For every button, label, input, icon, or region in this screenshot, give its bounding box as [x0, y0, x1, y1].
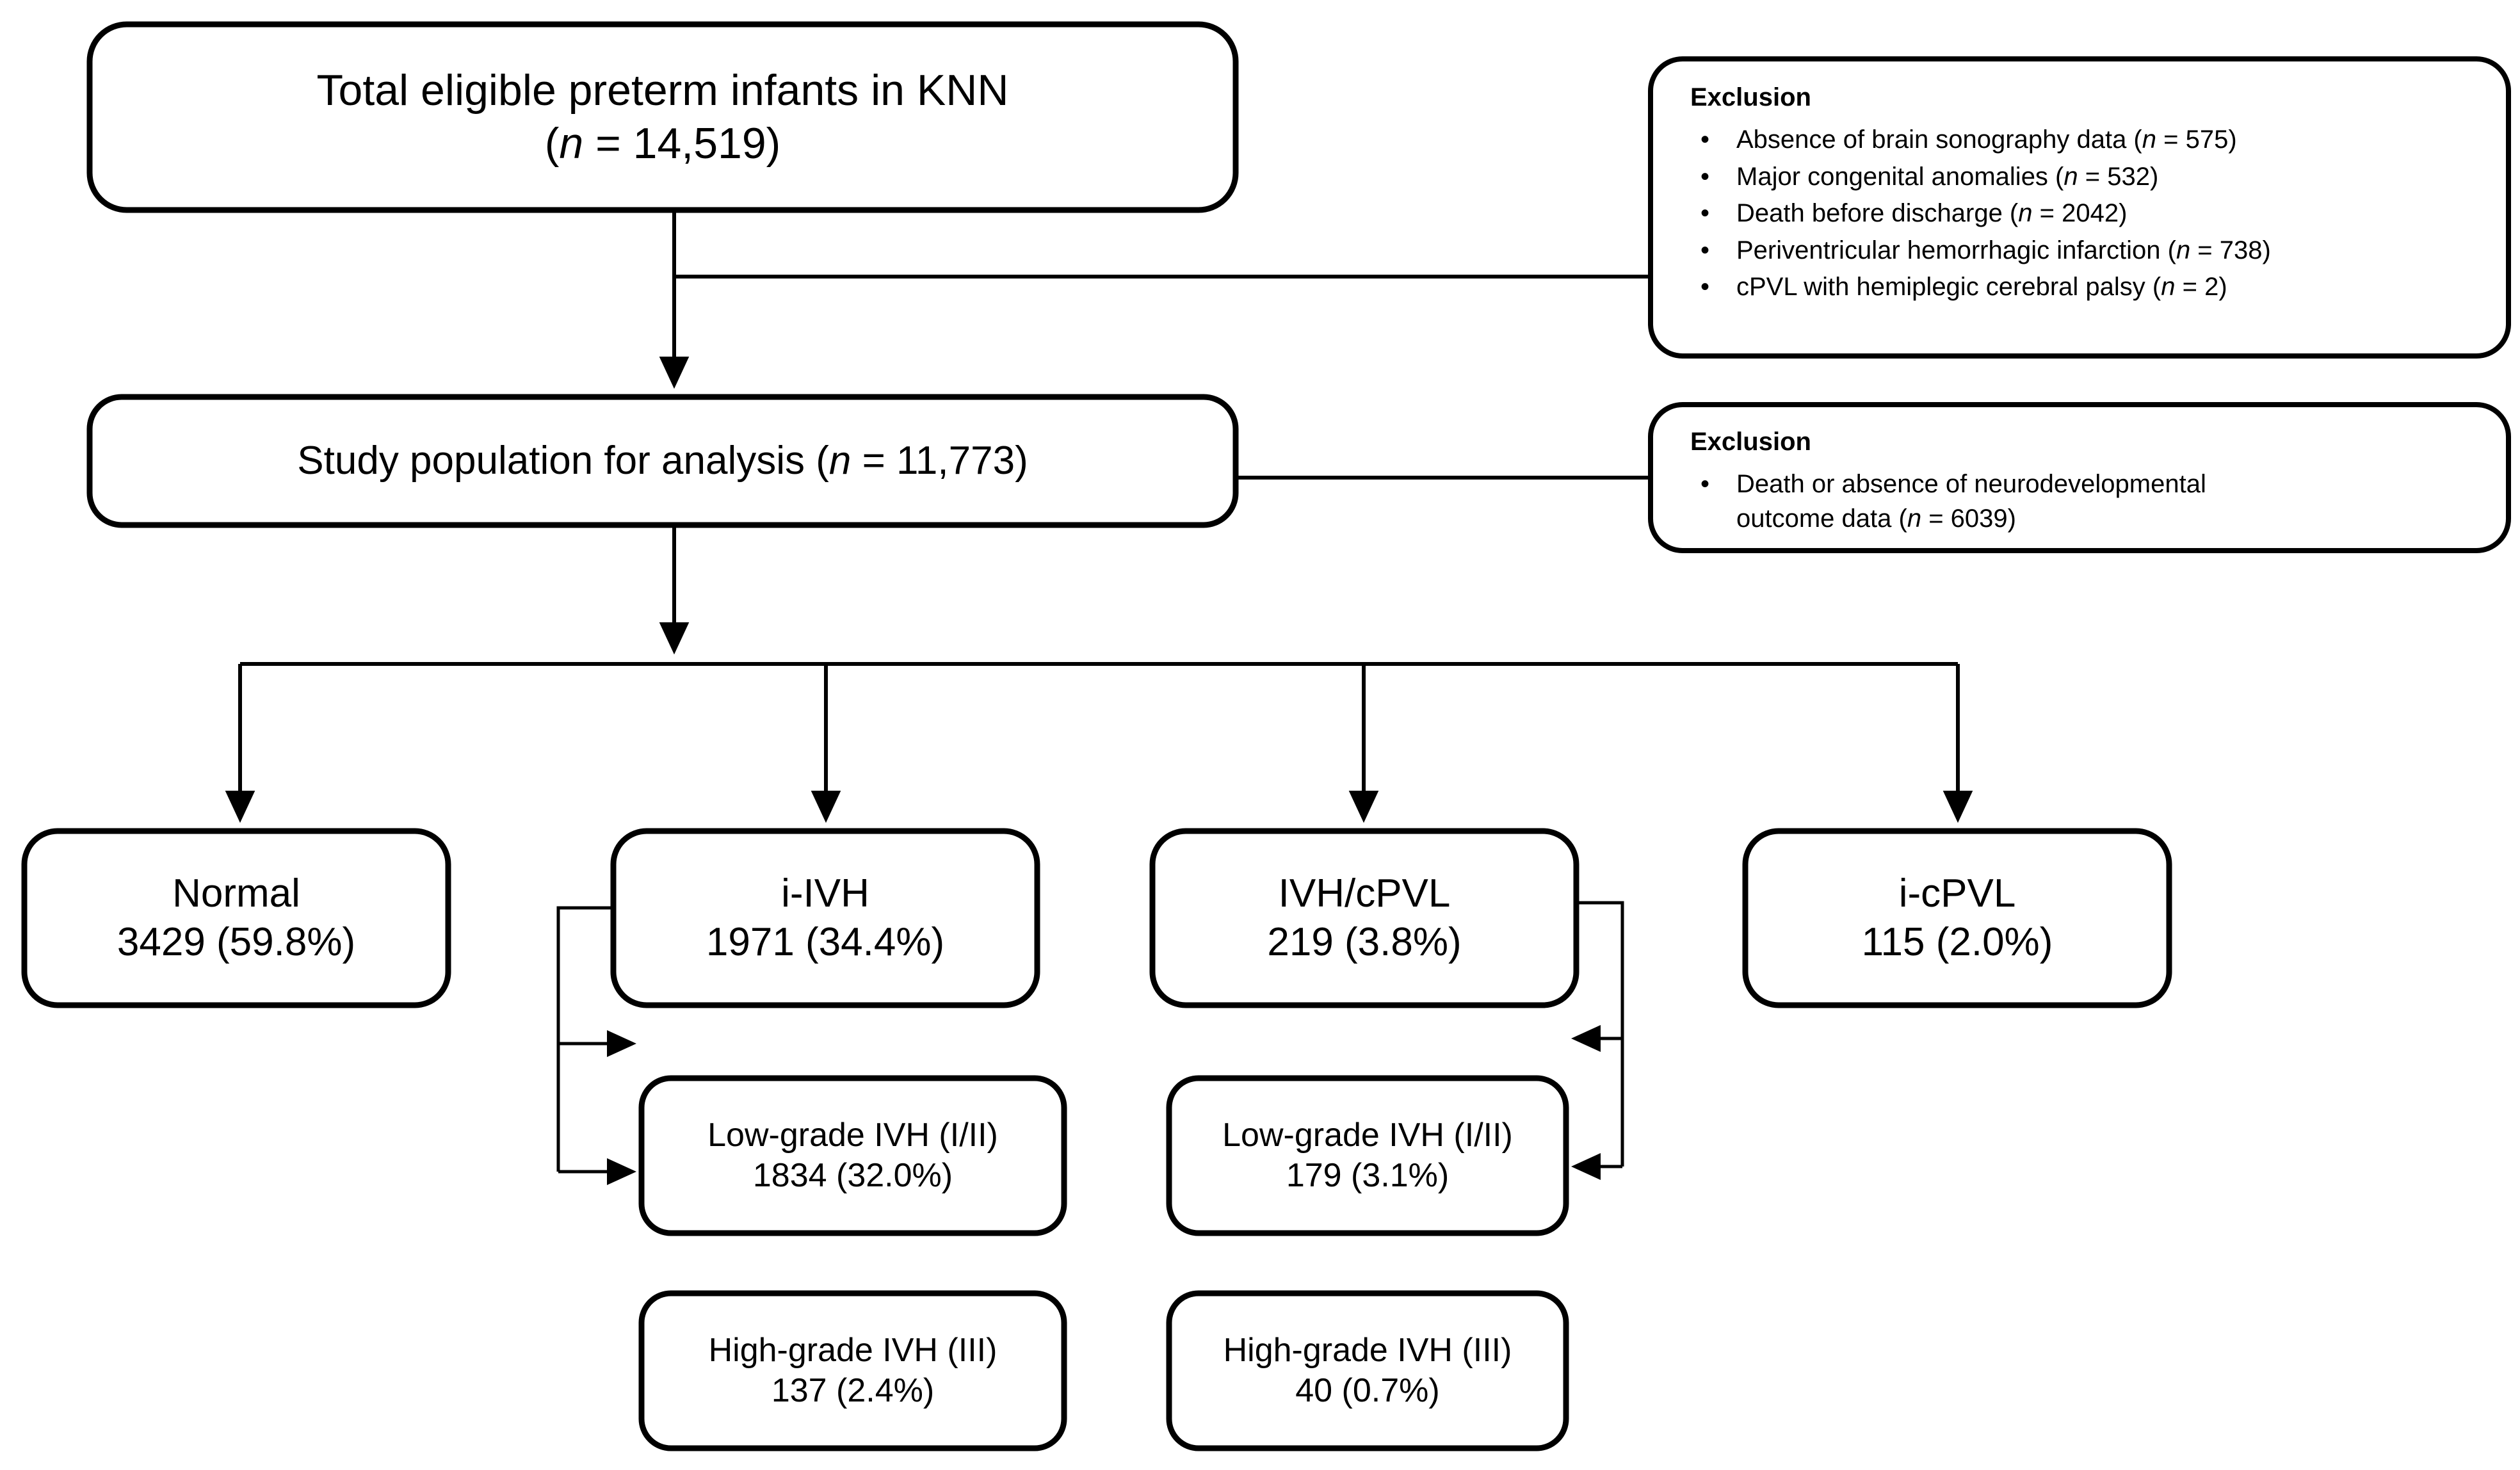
node-i-ivh-value: 1971 (34.4%): [706, 920, 945, 964]
exclusion-1-item: • Absence of brain sonography data (n = …: [1690, 123, 2484, 158]
node-i-ivh-shape: [610, 828, 1040, 1008]
node-normal-label: Normal: [172, 871, 300, 916]
exclusion-2-item: • Death or absence of neurodevelopmental…: [1690, 467, 2484, 536]
node-normal: Normal 3429 (59.8%): [24, 831, 448, 1005]
node-i-ivh: i-IVH 1971 (34.4%): [613, 831, 1037, 1005]
exclusion-1-item: • cPVL with hemiplegic cerebral palsy (n…: [1690, 270, 2484, 305]
node-i-cpvl: i-cPVL 115 (2.0%): [1745, 831, 2169, 1005]
node-total-eligible-shape: [86, 21, 1239, 213]
n-symbol: n: [1907, 504, 1922, 533]
node-i-ivh-high-shape: [638, 1290, 1067, 1451]
bullet-icon: •: [1700, 199, 1710, 228]
node-study-population: Study population for analysis (n = 11,77…: [90, 397, 1236, 525]
node-i-ivh-high-value: 137 (2.4%): [771, 1372, 935, 1409]
n-symbol: n: [2018, 199, 2033, 228]
bullet-icon: •: [1700, 470, 1710, 498]
node-normal-value: 3429 (59.8%): [117, 920, 356, 964]
bullet-icon: •: [1700, 125, 1710, 154]
exclusion-1-heading: Exclusion: [1690, 83, 1811, 111]
node-ivh-cpvl-low-label: Low-grade IVH (I/II): [1222, 1116, 1513, 1154]
node-ivh-cpvl-label: IVH/cPVL: [1278, 871, 1451, 916]
node-ivh-cpvl-low-value: 179 (3.1%): [1286, 1157, 1450, 1194]
bullet-icon: •: [1700, 162, 1710, 191]
node-study-population-shape: [86, 394, 1239, 528]
node-study-population-text: Study population for analysis (n = 11,77…: [297, 439, 1028, 483]
node-ivh-cpvl-value: 219 (3.8%): [1267, 920, 1462, 964]
node-ivh-cpvl-high-shape: [1166, 1290, 1569, 1451]
node-total-eligible: Total eligible preterm infants in KNN (n…: [90, 24, 1236, 210]
node-i-ivh-low-shape: [638, 1075, 1067, 1236]
node-i-ivh-low: Low-grade IVH (I/II) 1834 (32.0%): [642, 1078, 1064, 1233]
node-normal-shape: [21, 828, 451, 1008]
exclusion-1-list: • Absence of brain sonography data (n = …: [1690, 123, 2484, 305]
node-i-ivh-label: i-IVH: [781, 871, 869, 916]
node-i-cpvl-label: i-cPVL: [1898, 871, 2016, 916]
node-total-eligible-line2: (n = 14,519): [544, 119, 781, 168]
node-i-ivh-low-label: Low-grade IVH (I/II): [707, 1116, 998, 1154]
node-total-eligible-line1: Total eligible preterm infants in KNN: [316, 66, 1009, 115]
n-symbol: n: [2064, 162, 2078, 191]
connector-i-ivh-spine: [556, 906, 613, 1172]
node-i-ivh-high-label: High-grade IVH (III): [708, 1331, 998, 1369]
node-i-ivh-high: High-grade IVH (III) 137 (2.4%): [642, 1293, 1064, 1448]
n-symbol: n: [559, 119, 584, 168]
bullet-icon: •: [1700, 273, 1710, 302]
node-i-ivh-low-value: 1834 (32.0%): [752, 1157, 953, 1194]
node-ivh-cpvl-low: Low-grade IVH (I/II) 179 (3.1%): [1169, 1078, 1566, 1233]
node-i-cpvl-shape: [1742, 828, 2172, 1008]
exclusion-1: Exclusion • Absence of brain sonography …: [1690, 82, 2484, 307]
exclusion-1-item: • Periventricular hemorrhagic infarction…: [1690, 234, 2484, 268]
exclusion-2-list: • Death or absence of neurodevelopmental…: [1690, 467, 2484, 536]
n-symbol: n: [2142, 125, 2156, 154]
node-ivh-cpvl-high: High-grade IVH (III) 40 (0.7%): [1169, 1293, 1566, 1448]
node-ivh-cpvl: IVH/cPVL 219 (3.8%): [1152, 831, 1576, 1005]
node-exclusion-1-shape: [1648, 56, 2511, 359]
node-i-cpvl-value: 115 (2.0%): [1861, 920, 2053, 964]
node-ivh-cpvl-high-value: 40 (0.7%): [1295, 1372, 1440, 1409]
exclusion-2: Exclusion • Death or absence of neurodev…: [1690, 426, 2484, 538]
n-symbol: n: [2176, 236, 2191, 264]
node-ivh-cpvl-low-shape: [1166, 1075, 1569, 1236]
exclusion-1-item: • Major congenital anomalies (n = 532): [1690, 160, 2484, 195]
exclusion-2-heading: Exclusion: [1690, 428, 1811, 456]
exclusion-1-item: • Death before discharge (n = 2042): [1690, 197, 2484, 231]
n-symbol: n: [2161, 273, 2176, 302]
node-ivh-cpvl-high-label: High-grade IVH (III): [1223, 1331, 1512, 1369]
connector-ivh-cpvl-spine: [1576, 901, 1624, 1167]
node-ivh-cpvl-shape: [1149, 828, 1579, 1008]
n-symbol: n: [828, 439, 852, 483]
bullet-icon: •: [1700, 236, 1710, 264]
